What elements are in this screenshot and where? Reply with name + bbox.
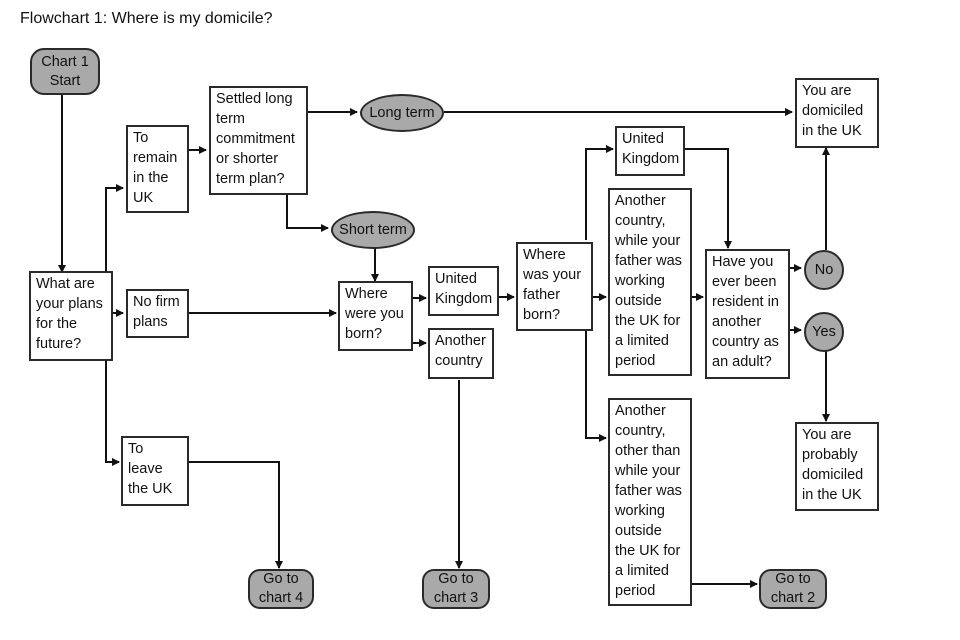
no-circle[interactable]: No: [804, 250, 844, 290]
resident-question-box[interactable]: Have you ever been resident in another c…: [705, 249, 790, 379]
plans-question-box[interactable]: What are your plans for the future?: [29, 271, 113, 361]
short-term-ellipse[interactable]: Short term: [331, 211, 415, 249]
leave-option-box[interactable]: To leave the UK: [121, 436, 189, 506]
goto-chart-2-terminal[interactable]: Go to chart 2: [759, 569, 827, 609]
page-title: Flowchart 1: Where is my domicile?: [20, 10, 273, 27]
born-other-box[interactable]: Another country: [428, 328, 494, 379]
father-uk-box[interactable]: United Kingdom: [615, 126, 685, 176]
domiciled-result-box: You are domiciled in the UK: [795, 78, 879, 148]
father-working-box[interactable]: Another country, while your father was w…: [608, 188, 692, 376]
arrow-father-to-father-uk: [585, 145, 614, 240]
arrow-leave-to-goto4: [188, 461, 283, 569]
goto-chart-4-terminal[interactable]: Go to chart 4: [248, 569, 314, 609]
start-terminal[interactable]: Chart 1 Start: [30, 48, 100, 95]
arrow-father-uk-to-resident: [684, 148, 732, 249]
probably-domiciled-result-box: You are probably domiciled in the UK: [795, 422, 879, 511]
no-firm-plans-box[interactable]: No firm plans: [126, 289, 189, 338]
father-other-box[interactable]: Another country, other than while your f…: [608, 398, 692, 606]
goto-chart-3-terminal[interactable]: Go to chart 3: [422, 569, 490, 609]
father-born-question-box[interactable]: Where was your father born?: [516, 242, 593, 331]
remain-option-box[interactable]: To remain in the UK: [126, 125, 189, 213]
arrow-plans-to-leave: [105, 360, 120, 466]
where-born-question-box[interactable]: Where were you born?: [338, 281, 413, 351]
born-uk-box[interactable]: United Kingdom: [428, 266, 499, 316]
settled-question-box[interactable]: Settled long term commitment or shorter …: [209, 86, 308, 195]
arrow-settled-to-short-term: [286, 195, 329, 232]
arrow-plans-to-remain: [105, 184, 124, 272]
long-term-ellipse[interactable]: Long term: [360, 94, 444, 132]
yes-circle[interactable]: Yes: [804, 312, 844, 352]
arrow-father-to-other: [585, 330, 607, 442]
